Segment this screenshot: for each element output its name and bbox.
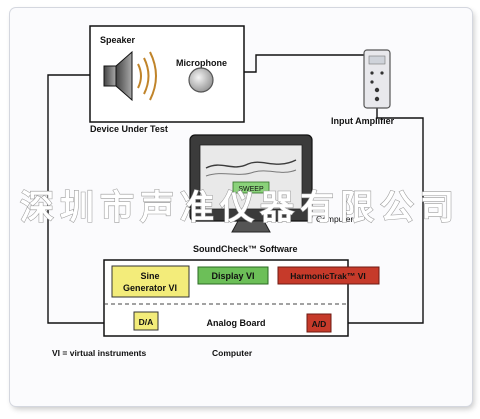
computer-bottom-label: Computer [212, 348, 253, 358]
wire-amplifier-to-ad [331, 108, 424, 328]
da-converter-label: D/A [139, 317, 154, 327]
vi-legend-text: VI = virtual instruments [52, 348, 147, 358]
da-converter-box [133, 311, 159, 331]
input-amplifier-icon [363, 49, 391, 109]
microphone-label: Microphone [176, 58, 227, 68]
speaker-label: Speaker [100, 35, 136, 45]
input-amplifier-group: Input Amplifier [331, 49, 395, 126]
computer-box-group: Sine Generator VI Display VI HarmonicTra… [103, 259, 380, 337]
sine-generator-label-line2: Generator VI [123, 283, 177, 293]
company-watermark: 深圳市声准仪器有限公司 [20, 188, 460, 228]
microphone-icon [188, 67, 214, 93]
speaker-icon [103, 50, 157, 102]
display-vi-label: Display VI [211, 271, 254, 281]
harmonictrak-vi-box [277, 266, 380, 285]
device-under-test-group: Speaker Microphone Device Under Test [89, 25, 245, 134]
monitor-screen [199, 144, 303, 210]
computer-monitor-group: SWEEP Computer SoundCheck™ Software [189, 134, 353, 254]
sine-generator-box [111, 265, 190, 298]
ad-converter-box [306, 313, 332, 333]
computer-top-label: Computer [316, 214, 353, 224]
monitor-stand [231, 220, 271, 233]
wire-da-to-speaker [47, 70, 134, 324]
screen-readout-panel [232, 181, 270, 194]
device-under-test-box [89, 25, 245, 123]
ad-converter-label: A/D [312, 319, 327, 329]
screen-plot-curve [205, 159, 297, 169]
display-vi-box [197, 266, 269, 285]
device-under-test-label: Device Under Test [90, 124, 168, 134]
screen-readout-text: SWEEP [238, 186, 264, 193]
analog-board-label: Analog Board [206, 318, 265, 328]
sine-generator-label-line1: Sine [140, 271, 159, 281]
harmonictrak-vi-label: HarmonicTrak™ VI [290, 271, 366, 281]
soundcheck-software-label: SoundCheck™ Software [193, 244, 298, 254]
input-amplifier-label: Input Amplifier [331, 116, 395, 126]
